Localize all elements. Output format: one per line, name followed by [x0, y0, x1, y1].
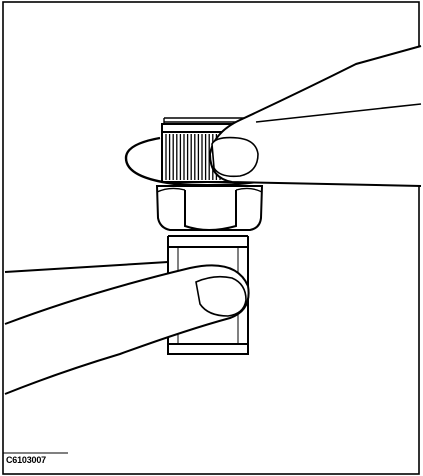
upper-hand	[208, 45, 422, 187]
lower-hand	[4, 261, 250, 395]
hex-nut	[155, 185, 264, 231]
figure-code-label: C6103007	[6, 455, 46, 465]
